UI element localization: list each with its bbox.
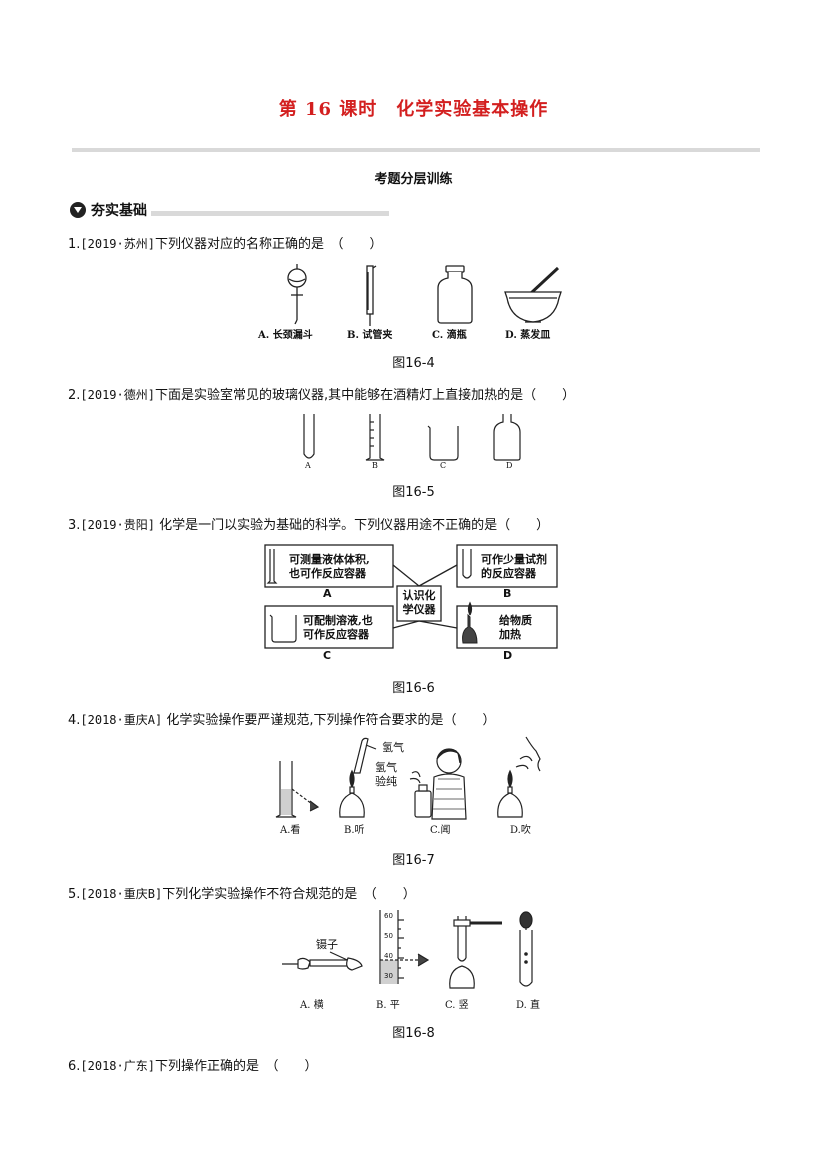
option-c-label: C. 竖	[445, 1000, 469, 1011]
test-tube-illustration	[303, 414, 315, 459]
mortar-illustration	[504, 266, 562, 323]
question-source: [2018·重庆A]	[80, 713, 163, 727]
question-6: 6.[2018·广东]下列操作正确的是 （ ）	[68, 1055, 318, 1074]
question-source: [2019·贵阳]	[80, 518, 155, 532]
option-b-label: B. 试管夹	[347, 330, 393, 341]
option-c-label: C	[440, 461, 447, 470]
question-source: [2019·苏州]	[80, 237, 155, 251]
figure-16-8	[280, 908, 550, 992]
title-divider	[72, 148, 760, 152]
box-b-letter: B	[503, 587, 512, 600]
reagent-bottle-illustration	[437, 265, 473, 324]
option-a-label: A	[305, 461, 311, 470]
option-a-label: A. 横	[300, 1000, 324, 1011]
option-c-label: C.闻	[430, 825, 451, 836]
figure-caption: 图16-6	[392, 681, 435, 696]
box-a-line-1: 可测量液体体积,	[289, 553, 370, 566]
question-text: 下列化学实验操作不符合规范的是 （ ）	[162, 887, 416, 902]
option-a-label: A. 长颈漏斗	[258, 330, 313, 341]
question-text: 化学是一门以实验为基础的科学。下列仪器用途不正确的是（ ）	[154, 518, 550, 533]
question-number: 4.	[68, 713, 81, 728]
question-source: [2018·广东]	[80, 1059, 155, 1073]
question-text: 下面是实验室常见的玻璃仪器,其中能够在酒精灯上直接加热的是（ ）	[154, 388, 576, 403]
option-d-label: D.吹	[510, 825, 531, 836]
option-a-label: A.看	[280, 825, 301, 836]
question-text: 下列仪器对应的名称正确的是 （ ）	[154, 237, 383, 252]
figure-16-6-text: 可测量液体体积, 也可作反应容器 可作少量试剂 的反应容器 可配制溶液,也 可作…	[263, 543, 563, 668]
question-2: 2.[2019·德州]下面是实验室常见的玻璃仪器,其中能够在酒精灯上直接加热的是…	[68, 384, 575, 403]
purity-test-label-2: 验纯	[375, 775, 397, 788]
figure-caption: 图16-7	[392, 853, 435, 868]
page-title: 第 16 课时 化学实验基本操作	[278, 99, 549, 120]
question-number: 2.	[68, 388, 81, 403]
page-subtitle: 考题分层训练	[374, 172, 453, 187]
purity-test-label-1: 氢气	[375, 761, 397, 774]
figure-16-4	[255, 262, 575, 342]
scale-40: 40	[384, 952, 393, 960]
center-label-line-1: 认识化	[402, 589, 436, 602]
box-d-line-1: 给物质	[499, 614, 532, 627]
section-label: 夯实基础	[91, 203, 147, 219]
figure-16-8-text: 镊子 60 50 40 30 A. 横 B. 平 C. 竖 D. 直	[280, 908, 550, 1012]
down-triangle-icon	[70, 202, 86, 218]
option-b-label: B. 平	[376, 1000, 400, 1011]
figure-16-6	[263, 543, 563, 668]
option-d-label: D	[506, 461, 513, 470]
option-d-label: D. 直	[516, 1000, 541, 1011]
question-1: 1.[2019·苏州]下列仪器对应的名称正确的是 （ ）	[68, 233, 383, 252]
separatory-funnel-illustration	[287, 264, 307, 325]
question-text: 化学实验操作要严谨规范,下列操作符合要求的是（ ）	[162, 713, 496, 728]
option-c-label: C. 滴瓶	[432, 330, 467, 341]
question-5: 5.[2018·重庆B]下列化学实验操作不符合规范的是 （ ）	[68, 883, 416, 902]
option-b-label: B.听	[344, 825, 365, 836]
flask-bottle-illustration	[493, 414, 521, 461]
box-b-line-2: 的反应容器	[481, 567, 536, 580]
box-d-letter: D	[503, 649, 513, 662]
box-d-line-2: 加热	[499, 628, 521, 641]
question-number: 5.	[68, 887, 81, 902]
scale-60: 60	[384, 912, 393, 920]
box-a-line-2: 也可作反应容器	[289, 567, 366, 580]
question-source: [2019·德州]	[80, 388, 155, 402]
figure-16-5-labels: A B C D	[290, 461, 540, 473]
center-label-line-2: 学仪器	[402, 603, 436, 616]
test-tube-holder-illustration	[366, 265, 377, 326]
question-number: 3.	[68, 518, 81, 533]
hydrogen-label: 氢气	[382, 741, 404, 754]
box-b	[456, 544, 558, 588]
figure-16-4-labels: A. 长颈漏斗 B. 试管夹 C. 滴瓶 D. 蒸发皿	[255, 326, 575, 342]
question-number: 6.	[68, 1059, 81, 1074]
option-d-label: D. 蒸发皿	[505, 330, 551, 341]
question-text: 下列操作正确的是 （ ）	[154, 1059, 318, 1074]
box-c-letter: C	[323, 649, 332, 662]
section-heading: 夯实基础	[70, 200, 389, 220]
scale-50: 50	[384, 932, 393, 940]
box-c-line-1: 可配制溶液,也	[303, 614, 373, 627]
section-bar	[151, 210, 389, 216]
figure-caption: 图16-5	[392, 485, 435, 500]
tweezers-label: 镊子	[316, 938, 338, 951]
question-number: 1.	[68, 237, 81, 252]
figure-16-7	[270, 733, 560, 821]
figure-16-7-text: 氢气 氢气 验纯 A.看 B.听 C.闻 D.吹	[270, 733, 560, 836]
beaker-illustration	[427, 425, 459, 461]
box-a-letter: A	[323, 587, 332, 600]
box-a	[264, 544, 394, 588]
scale-30: 30	[384, 972, 393, 980]
box-b-line-1: 可作少量试剂	[481, 553, 547, 566]
figure-caption: 图16-4	[392, 356, 435, 371]
option-b-label: B	[372, 461, 378, 470]
question-source: [2018·重庆B]	[80, 887, 163, 901]
question-4: 4.[2018·重庆A] 化学实验操作要严谨规范,下列操作符合要求的是（ ）	[68, 709, 495, 728]
box-c-line-2: 可作反应容器	[303, 628, 369, 641]
question-3: 3.[2019·贵阳] 化学是一门以实验为基础的科学。下列仪器用途不正确的是（ …	[68, 514, 549, 533]
figure-16-5	[290, 412, 540, 464]
figure-caption: 图16-8	[392, 1026, 435, 1041]
graduated-cylinder-illustration	[365, 414, 385, 461]
